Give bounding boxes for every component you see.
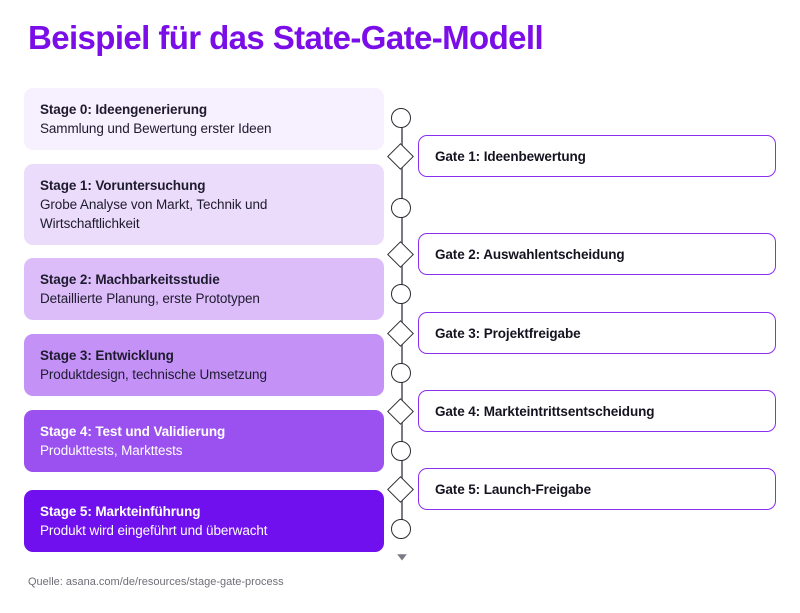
stage-node-5-circle-icon	[391, 519, 411, 539]
gate-box-3[interactable]: Gate 4: Markteintrittsentscheidung	[418, 390, 776, 432]
gate-node-4-diamond-icon	[387, 398, 414, 425]
gate-node-2-diamond-icon	[387, 241, 414, 268]
stage-title-4: Stage 4: Test und Validierung	[40, 424, 226, 439]
stage-node-4-circle-icon	[391, 441, 411, 461]
gate-box-1[interactable]: Gate 2: Auswahlentscheidung	[418, 233, 776, 275]
stage-title-2: Stage 2: Machbarkeitsstudie	[40, 272, 220, 287]
stage-desc-2: Detaillierte Planung, erste Prototypen	[40, 291, 260, 306]
gate-node-3-diamond-icon	[387, 320, 414, 347]
page-title: Beispiel für das State-Gate-Modell	[28, 19, 544, 56]
stage-desc-5: Produkt wird eingeführt und überwacht	[40, 523, 268, 538]
source-note: Quelle: asana.com/de/resources/stage-gat…	[28, 576, 284, 588]
stage-node-3-circle-icon	[391, 363, 411, 383]
gate-label-4: Gate 5: Launch-Freigabe	[435, 481, 591, 497]
timeline-arrow-down-icon	[395, 548, 409, 561]
stage-title-3: Stage 3: Entwicklung	[40, 348, 174, 363]
timeline-track	[384, 88, 420, 561]
stage-desc-0: Sammlung und Bewertung erster Ideen	[40, 121, 272, 136]
gate-box-0[interactable]: Gate 1: Ideenbewertung	[418, 135, 776, 177]
stage-title-5: Stage 5: Markteinführung	[40, 504, 201, 519]
gate-label-1: Gate 2: Auswahlentscheidung	[435, 246, 625, 262]
stage-node-2-circle-icon	[391, 284, 411, 304]
gate-node-1-diamond-icon	[387, 143, 414, 170]
gate-node-5-diamond-icon	[387, 476, 414, 503]
stage-node-0-circle-icon	[391, 108, 411, 128]
stage-node-1-circle-icon	[391, 198, 411, 218]
stage-desc-1: Grobe Analyse von Markt, Technik und Wir…	[40, 197, 268, 231]
stage-desc-4: Produkttests, Markttests	[40, 443, 183, 458]
gate-label-0: Gate 1: Ideenbewertung	[435, 148, 586, 164]
gate-box-2[interactable]: Gate 3: Projektfreigabe	[418, 312, 776, 354]
gate-label-2: Gate 3: Projektfreigabe	[435, 325, 581, 341]
stage-title-0: Stage 0: Ideengenerierung	[40, 102, 208, 117]
stage-desc-3: Produktdesign, technische Umsetzung	[40, 367, 267, 382]
gate-label-3: Gate 4: Markteintrittsentscheidung	[435, 403, 655, 419]
stage-title-1: Stage 1: Voruntersuchung	[40, 178, 206, 193]
gate-box-4[interactable]: Gate 5: Launch-Freigabe	[418, 468, 776, 510]
